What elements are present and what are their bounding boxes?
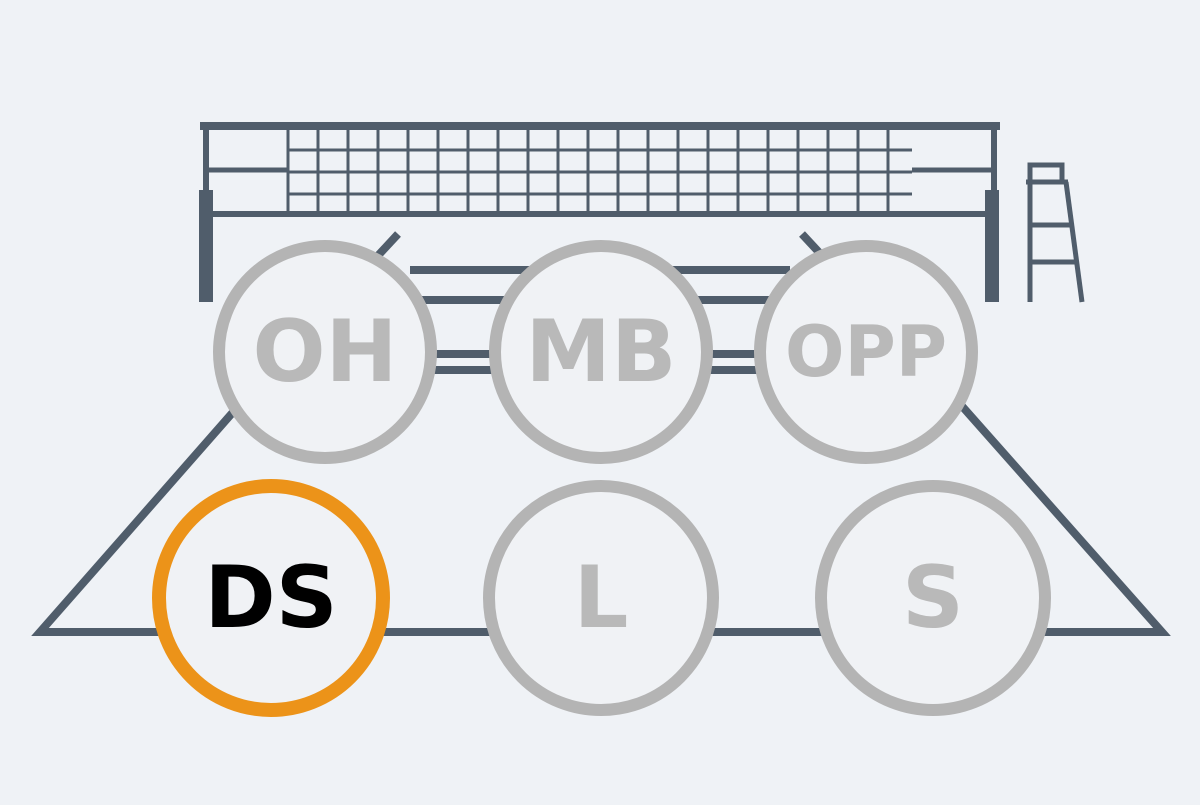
position-oh-label: OH: [252, 302, 397, 402]
position-ds-label: DS: [204, 548, 337, 648]
position-opp: OPP: [754, 240, 978, 464]
position-s-circle: [815, 480, 1051, 716]
chair-backrest: [1027, 162, 1065, 180]
position-s-label: S: [902, 548, 964, 648]
position-mb-label: MB: [525, 302, 676, 402]
position-opp-label: OPP: [785, 311, 947, 393]
position-opp-circle: [754, 240, 978, 464]
net-frame: [203, 123, 997, 217]
position-oh-circle: [213, 240, 437, 464]
position-ds: DS: [152, 479, 390, 717]
net-post-left: [199, 190, 213, 302]
position-mb: MB: [489, 240, 713, 464]
chair-right-leg: [1063, 181, 1085, 303]
position-l-label: L: [574, 548, 629, 648]
net-mesh: [286, 130, 912, 214]
position-ds-circle: [152, 479, 390, 717]
position-markers: OH MB OPP DS L S: [152, 240, 1051, 717]
position-l-circle: [483, 480, 719, 716]
volleyball-net-icon: [199, 122, 1000, 302]
position-mb-circle: [489, 240, 713, 464]
position-s: S: [815, 480, 1051, 716]
position-oh: OH: [213, 240, 437, 464]
position-l: L: [483, 480, 719, 716]
referee-chair-icon: [1026, 162, 1085, 303]
net-post-right: [985, 190, 999, 302]
